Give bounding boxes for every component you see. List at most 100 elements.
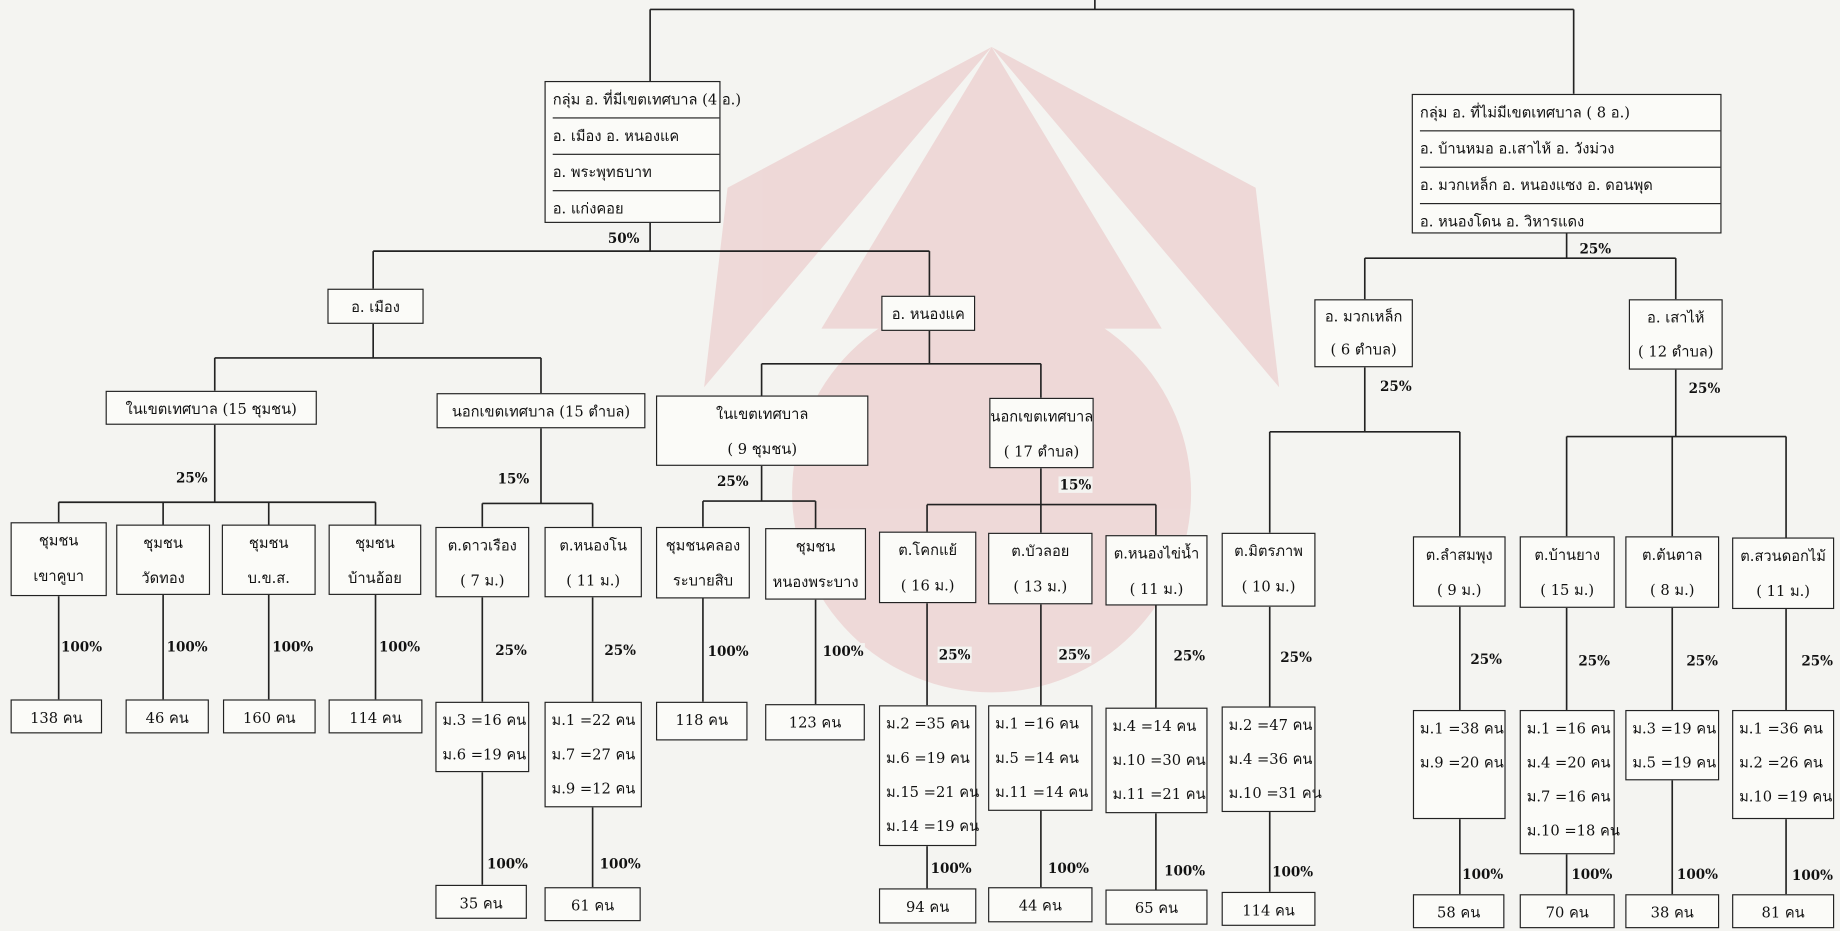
unit-pct: 25% bbox=[1057, 646, 1092, 664]
unit-box: ต.ลำสมพุง( 9 ม.) bbox=[1412, 536, 1506, 607]
village-pct: 100% bbox=[1270, 863, 1315, 881]
unit-box-line: ชุมชน bbox=[38, 531, 79, 550]
result-count-box: 70 คน bbox=[1519, 894, 1615, 929]
zone-label: นอกเขตเทศบาล (15 ตำบล) bbox=[451, 402, 631, 421]
connector-line bbox=[57, 424, 377, 525]
village-sample-box-line: ม.10 =30 คน bbox=[1112, 751, 1206, 769]
unit-pct: 100% bbox=[271, 638, 315, 655]
zone-label: ในเขตเทศบาล (15 ชุมชน) bbox=[125, 400, 297, 418]
result-count-box: 123 คน bbox=[765, 704, 865, 741]
zone-pct: 25% bbox=[715, 472, 750, 490]
zone-box-mueang-out: นอกเขตเทศบาล (15 ตำบล) bbox=[436, 393, 646, 429]
village-sample-box: ม.1 =16 คนม.5 =14 คนม.11 =14 คน bbox=[988, 705, 1093, 811]
connector-line bbox=[1268, 606, 1461, 895]
village-sample-box-line: ม.2 =26 คน bbox=[1739, 753, 1823, 771]
unit-pct: 25% bbox=[1172, 647, 1207, 665]
village-sample-box-line: ม.10 =18 คน bbox=[1526, 821, 1620, 840]
village-sample-box-line: ม.15 =21 คน bbox=[885, 782, 980, 801]
village-sample-box-line: ม.5 =19 คน bbox=[1632, 753, 1717, 771]
result-count-box: 65 คน bbox=[1105, 889, 1208, 925]
unit-box-line: ต.หนองไข่น้ำ bbox=[1113, 544, 1200, 563]
district-label: อ. หนองแค bbox=[891, 305, 965, 323]
unit-box-line: ชุมชนคลอง bbox=[665, 536, 741, 554]
result-count-box-line: 160 คน bbox=[243, 708, 296, 727]
connector-line bbox=[702, 465, 817, 529]
unit-box: ชุมชนบ.ข.ส. bbox=[221, 524, 316, 595]
village-sample-box: ม.1 =38 คนม.9 =20 คน bbox=[1412, 709, 1506, 820]
result-count-box: 61 คน bbox=[544, 887, 641, 922]
zone-pct: 15% bbox=[496, 470, 531, 488]
result-count-box: 81 คน bbox=[1732, 894, 1835, 929]
result-count-box: 138 คน bbox=[10, 699, 103, 734]
unit-box-line: ต.ลำสมพุง bbox=[1425, 545, 1493, 564]
zone-subcount: ( 17 ตำบล) bbox=[1003, 442, 1080, 461]
unit-box-line: ต.บัวลอย bbox=[1011, 542, 1070, 560]
result-count-box-line: 58 คน bbox=[1437, 903, 1481, 922]
connector-line bbox=[926, 603, 1157, 890]
result-count-box-line: 138 คน bbox=[30, 708, 83, 727]
result-count-box-line: 61 คน bbox=[571, 896, 615, 915]
result-count-box: 114 คน bbox=[328, 699, 423, 734]
municipal-group-item: อ. แก่งคอย bbox=[552, 199, 624, 218]
result-count-box-line: 118 คน bbox=[675, 711, 729, 729]
unit-pct: 100% bbox=[377, 638, 422, 655]
unit-pct: 25% bbox=[1279, 648, 1314, 666]
municipal-group-box: กลุ่ม อ. ที่มีเขตเทศบาล (4 อ.) อ. เมือง … bbox=[544, 80, 741, 223]
unit-box: ต.บ้านยาง ( 15 ม.) bbox=[1519, 536, 1615, 608]
municipal-group-pct: 50% bbox=[606, 230, 641, 247]
zone-label: ในเขตเทศบาล bbox=[716, 404, 809, 423]
unit-box: ต.ต้นตาล( 8 ม.) bbox=[1625, 536, 1720, 608]
unit-pct: 25% bbox=[603, 641, 638, 659]
non-municipal-group-item: อ. มวกเหล็ก อ. หนองแซง อ. ดอนพุด bbox=[1419, 168, 1721, 205]
result-count-box: 38 คน bbox=[1625, 894, 1720, 929]
zone-box-mueang-in: ในเขตเทศบาล (15 ชุมชน) bbox=[105, 390, 317, 425]
unit-box-line: บ้านอ้อย bbox=[348, 569, 402, 587]
village-sample-box-line: ม.4 =14 คน bbox=[1112, 717, 1197, 735]
result-count-box-line: 44 คน bbox=[1018, 896, 1062, 915]
result-count-box-line: 81 คน bbox=[1761, 903, 1805, 922]
village-pct: 100% bbox=[1675, 866, 1720, 883]
village-sample-box-line: ม.10 =31 คน bbox=[1228, 783, 1322, 802]
district-box-muaklek: อ. มวกเหล็ก ( 6 ตำบล) bbox=[1314, 299, 1413, 368]
village-sample-box-line: ม.3 =19 คน bbox=[1632, 719, 1717, 737]
non-municipal-group-item: อ. บ้านหมอ อ.เสาไห้ อ. วังม่วง bbox=[1419, 131, 1721, 168]
connector-line bbox=[372, 222, 931, 296]
unit-pct: 100% bbox=[821, 643, 865, 660]
village-sample-box-line: ม.1 =16 คน bbox=[995, 714, 1079, 733]
connector-line bbox=[1565, 369, 1787, 538]
village-sample-box: ม.4 =14 คนม.10 =30 คนม.11 =21 คน bbox=[1105, 707, 1208, 814]
unit-box-line: ( 16 ม.) bbox=[900, 576, 955, 594]
unit-box: ชุมชนหนองพระบาง bbox=[765, 528, 867, 600]
village-pct: 100% bbox=[1461, 866, 1505, 883]
result-count-box: 44 คน bbox=[988, 887, 1093, 923]
unit-box-line: ชุมชน bbox=[248, 533, 289, 552]
village-pct: 100% bbox=[929, 860, 973, 877]
village-sample-box: ม.1 =22 คนม.7 =27 คนม.9 =12 คน bbox=[544, 701, 642, 808]
unit-box-line: ( 11 ม.) bbox=[566, 571, 621, 590]
result-count-box: 46 คน bbox=[125, 699, 209, 734]
result-count-box-line: 114 คน bbox=[1242, 901, 1295, 919]
village-sample-box-line: ม.5 =14 คน bbox=[995, 748, 1079, 767]
village-sample-box-line: ม.9 =20 คน bbox=[1419, 753, 1504, 771]
zone-subcount: ( 9 ชุมชน) bbox=[727, 440, 798, 458]
unit-box-line: ( 11 ม.) bbox=[1129, 579, 1184, 598]
zone-pct: 15% bbox=[1058, 476, 1093, 493]
district-label: อ. เสาไห้ bbox=[1647, 308, 1705, 327]
connector-line bbox=[213, 323, 542, 394]
unit-box-line: ระบายสิบ bbox=[672, 571, 734, 590]
village-pct: 100% bbox=[1162, 862, 1207, 879]
unit-box-line: ( 8 ม.) bbox=[1650, 580, 1695, 599]
unit-box-line: ต.หนองโน bbox=[559, 536, 628, 554]
village-sample-box-line: ม.7 =27 คน bbox=[551, 745, 636, 763]
unit-pct: 25% bbox=[1577, 652, 1612, 669]
unit-box: ชุมชนบ้านอ้อย bbox=[328, 524, 422, 595]
connector-line bbox=[1268, 367, 1461, 537]
unit-box-line: ต.บ้านยาง bbox=[1534, 545, 1601, 564]
result-count-box: 114 คน bbox=[1221, 891, 1316, 926]
village-pct: 100% bbox=[1046, 860, 1091, 877]
village-sample-box-line: ม.2 =35 คน bbox=[885, 714, 970, 733]
connector-line bbox=[1565, 607, 1787, 895]
village-sample-box-line: ม.7 =16 คน bbox=[1526, 787, 1611, 806]
unit-box-line: ( 15 ม.) bbox=[1540, 580, 1595, 599]
